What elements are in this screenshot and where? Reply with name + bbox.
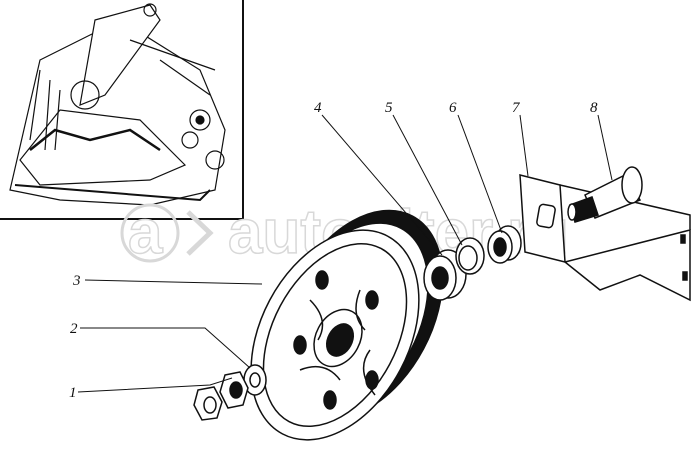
nuts-part-1 <box>193 371 249 421</box>
axle-part-8 <box>567 166 643 223</box>
svg-text:a: a <box>128 198 163 267</box>
leader-lines <box>77 114 613 393</box>
washer-part-2 <box>243 364 267 396</box>
callout-5: 5 <box>385 100 393 116</box>
callout-3: 3 <box>72 273 81 289</box>
bushing-part-6 <box>487 225 522 264</box>
callout-8: 8 <box>590 100 598 116</box>
callout-7: 7 <box>512 100 521 116</box>
callout-6: 6 <box>449 100 457 116</box>
ring-part-5 <box>455 237 485 275</box>
callout-1: 1 <box>69 385 77 401</box>
inset-machine-view <box>0 0 244 220</box>
callout-4: 4 <box>314 100 322 116</box>
pulley-part-3 <box>250 209 444 441</box>
callout-2: 2 <box>70 321 78 337</box>
